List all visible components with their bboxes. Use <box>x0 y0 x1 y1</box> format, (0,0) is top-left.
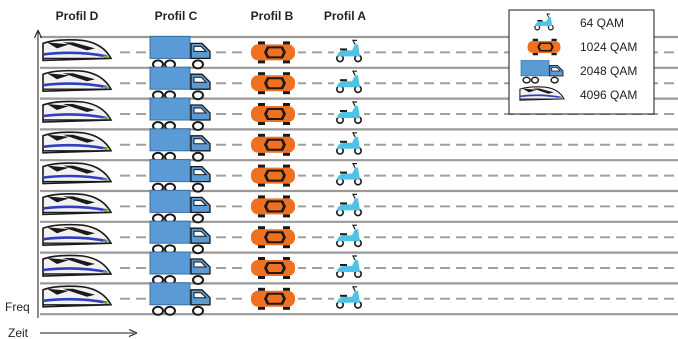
profile-header: Profil A <box>324 9 367 23</box>
legend-label: 1024 QAM <box>580 40 637 54</box>
axes: Freq Zeit <box>5 29 138 339</box>
legend-label: 64 QAM <box>580 16 624 30</box>
car-icon <box>251 72 295 95</box>
time-axis-label: Zeit <box>8 326 29 339</box>
legend-car-icon <box>527 38 561 56</box>
car-icon <box>251 226 295 249</box>
legend-label: 4096 QAM <box>580 88 637 102</box>
frequency-axis-arrowhead <box>34 29 42 39</box>
profile-headers: Profil D Profil C Profil B Profil A <box>56 9 367 23</box>
car-icon <box>251 103 295 125</box>
profile-header: Profil C <box>155 9 198 23</box>
frequency-axis-label: Freq <box>5 300 30 314</box>
profile-header: Profil D <box>56 9 99 23</box>
car-icon <box>251 287 295 310</box>
car-icon <box>251 195 295 218</box>
car-icon <box>251 41 295 64</box>
car-icon <box>251 164 295 187</box>
car-icon <box>251 257 295 279</box>
car-icon <box>251 133 295 156</box>
profile-header: Profil B <box>251 9 294 23</box>
legend-label: 2048 QAM <box>580 64 637 78</box>
legend: 64 QAM 1024 QAM 2048 QAM 4096 QAM <box>508 9 655 115</box>
vehicles <box>40 35 364 316</box>
time-axis-arrowhead <box>128 329 138 337</box>
